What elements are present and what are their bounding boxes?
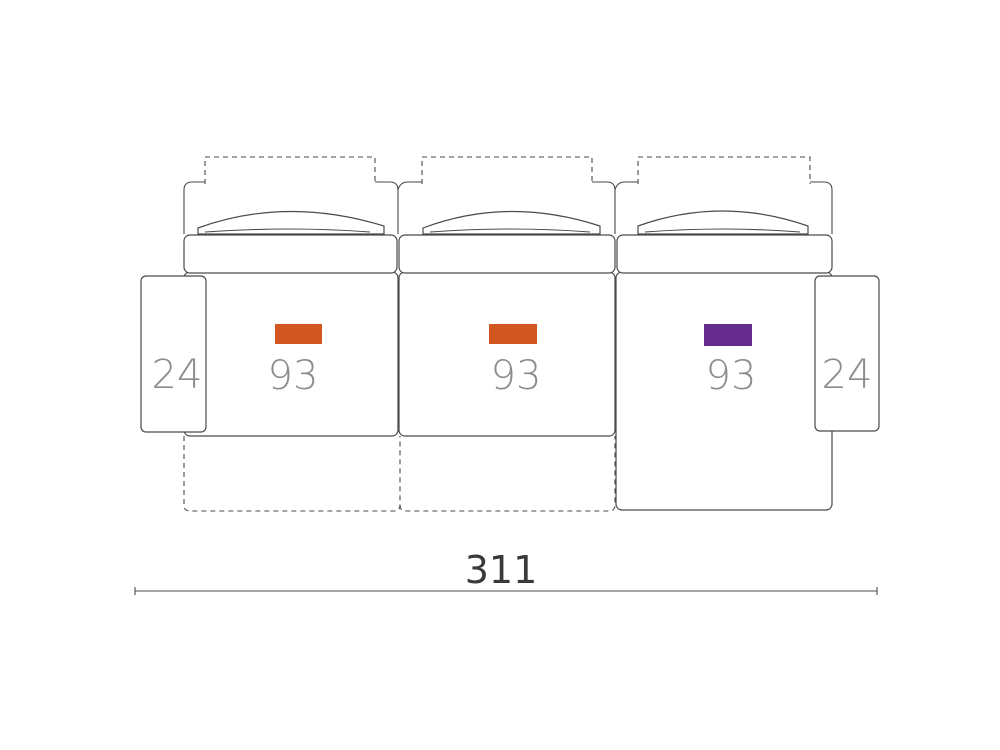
- left-armrest: [140, 275, 207, 433]
- seat-3-color-marker: [704, 324, 752, 346]
- seat-1-width: 93: [268, 353, 319, 399]
- seat-module-2: [398, 234, 616, 437]
- seat-3-width: 93: [706, 353, 757, 399]
- seat-2-width: 93: [491, 353, 542, 399]
- total-dimension-line: [134, 587, 878, 595]
- headrests: [197, 210, 809, 235]
- recliner-footrests: [183, 436, 616, 512]
- seat-module-1: [183, 234, 399, 437]
- seat-2-color-marker: [489, 324, 537, 344]
- recliner-outlines-top: [204, 156, 811, 184]
- backrest-outline: [183, 181, 833, 234]
- total-width-label: 311: [465, 548, 538, 592]
- left-armrest-width: 24: [152, 352, 203, 398]
- seat-1-color-marker: [275, 324, 322, 344]
- seat-module-3-chaise: [615, 234, 833, 511]
- right-armrest-width: 24: [822, 352, 873, 398]
- right-armrest: [814, 275, 880, 432]
